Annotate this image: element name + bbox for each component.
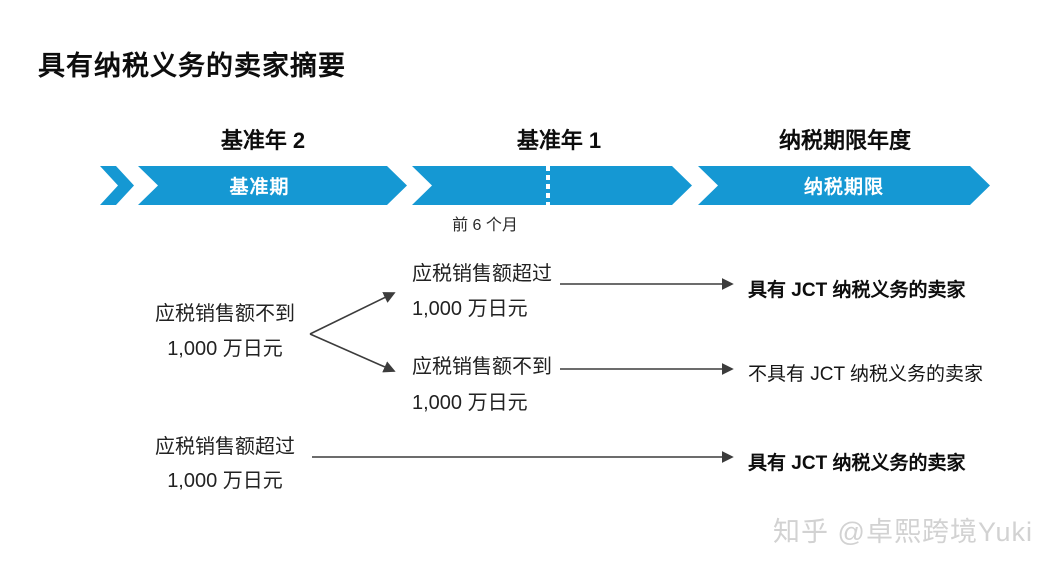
timeline-band-tax-period: 纳税期限: [698, 166, 990, 205]
six-month-dashed-divider: [546, 166, 550, 205]
node-base-year2-under-threshold: 应税销售额不到 1,000 万日元: [140, 297, 310, 367]
node-line: 1,000 万日元: [167, 338, 283, 360]
page-title: 具有纳税义务的卖家摘要: [38, 51, 346, 81]
branch-arrow-up: [309, 292, 396, 335]
timeline-start-chevron-icon: [100, 166, 134, 205]
node-line: 应税销售额不到: [412, 356, 552, 378]
column-header-base-year-1: 基准年 1: [516, 128, 602, 153]
node-line: 1,000 万日元: [412, 298, 528, 320]
result-liable-seller-bottom: 具有 JCT 纳税义务的卖家: [748, 453, 966, 474]
watermark: 知乎 @卓熙跨境Yuki: [773, 517, 1033, 547]
node-line: 1,000 万日元: [167, 470, 283, 492]
result-liable-seller-top: 具有 JCT 纳税义务的卖家: [748, 280, 966, 301]
node-base-year1-over-threshold: 应税销售额超过 1,000 万日元: [412, 257, 552, 327]
node-line: 应税销售额超过: [155, 436, 295, 458]
first-six-months-label: 前 6 个月: [452, 217, 518, 234]
column-header-tax-period-year: 纳税期限年度: [778, 128, 911, 153]
node-base-year2-over-threshold: 应税销售额超过 1,000 万日元: [140, 430, 310, 498]
band-label-tax-period: 纳税期限: [803, 177, 884, 198]
timeline-band-middle: [412, 166, 692, 205]
node-line: 1,000 万日元: [412, 392, 528, 414]
band-label-base-period: 基准期: [229, 177, 290, 198]
timeline-band-base-period: 基准期: [138, 166, 407, 205]
branch-arrow-down: [309, 333, 396, 373]
result-not-liable-seller: 不具有 JCT 纳税义务的卖家: [748, 364, 984, 385]
node-line: 应税销售额超过: [412, 263, 552, 285]
node-line: 应税销售额不到: [155, 303, 295, 325]
node-base-year1-under-threshold: 应税销售额不到 1,000 万日元: [412, 349, 552, 421]
column-header-base-year-2: 基准年 2: [220, 128, 306, 153]
